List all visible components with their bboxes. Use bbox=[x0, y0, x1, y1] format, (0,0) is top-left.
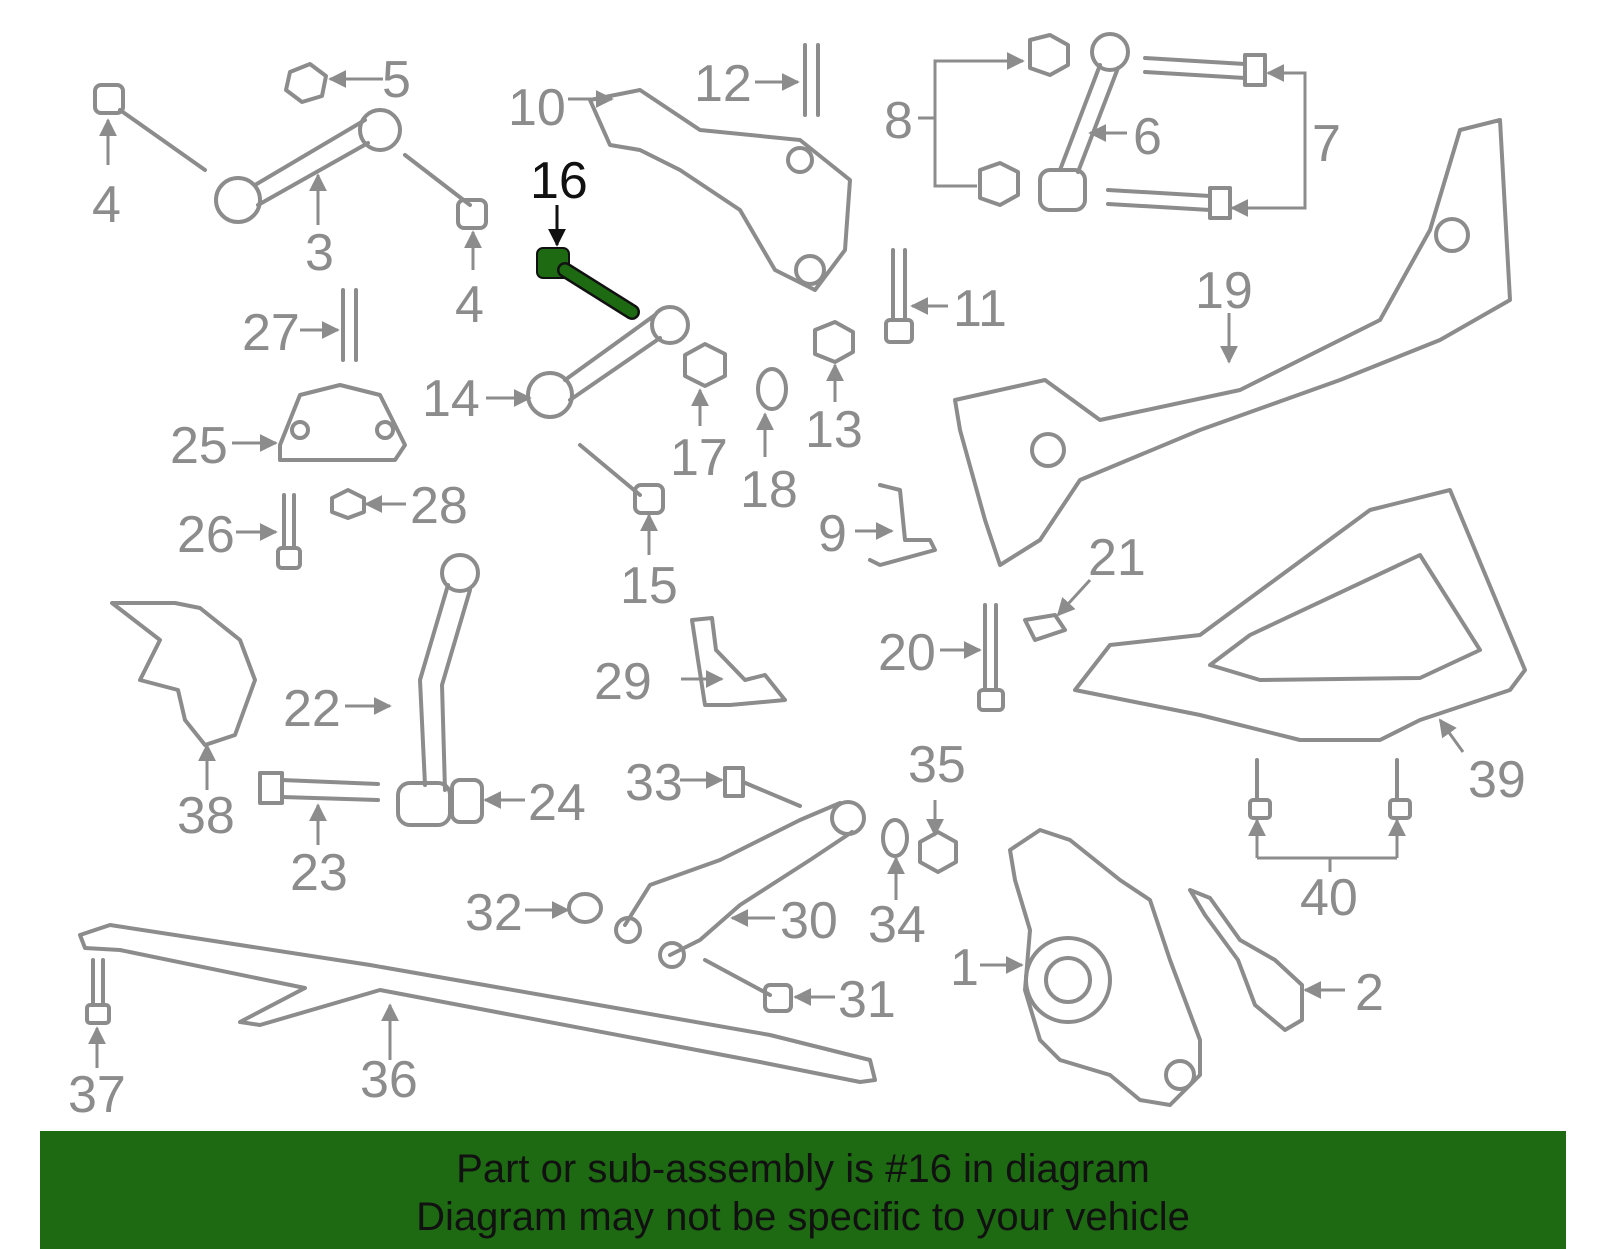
callout-8: 8 bbox=[884, 92, 913, 150]
nut-17 bbox=[683, 342, 727, 388]
callout-32: 32 bbox=[465, 884, 523, 942]
callout-30: 30 bbox=[780, 892, 838, 950]
callout-26: 26 bbox=[177, 506, 235, 564]
bolt-26 bbox=[276, 493, 302, 570]
callout-13: 13 bbox=[805, 401, 863, 459]
callout-4a: 4 bbox=[92, 176, 121, 234]
knuckle-1 bbox=[1008, 828, 1202, 1107]
callout-25: 25 bbox=[170, 417, 228, 475]
callout-18: 18 bbox=[740, 461, 798, 519]
callout-17: 17 bbox=[670, 429, 728, 487]
callout-39: 39 bbox=[1468, 751, 1526, 809]
link-14 bbox=[526, 305, 690, 419]
nut-35 bbox=[918, 830, 958, 874]
callout-9: 9 bbox=[818, 505, 847, 563]
control-arm-30 bbox=[614, 800, 866, 969]
info-banner: Part or sub-assembly is #16 in diagram D… bbox=[40, 1131, 1566, 1249]
bolt-31 bbox=[703, 958, 793, 1013]
clip-21 bbox=[1023, 613, 1067, 642]
leader-arrows bbox=[88, 52, 1465, 1068]
callout-labels: 4 5 3 4 10 12 8 6 7 19 11 13 14 17 18 15… bbox=[68, 51, 1526, 1124]
bolt-11 bbox=[884, 248, 914, 344]
bolt-16-highlighted bbox=[536, 247, 640, 320]
callout-15: 15 bbox=[620, 557, 678, 615]
crossbar-36 bbox=[78, 923, 877, 1084]
callout-36: 36 bbox=[360, 1051, 418, 1109]
callout-1: 1 bbox=[950, 939, 979, 997]
washer-34 bbox=[881, 818, 909, 858]
guard-38 bbox=[110, 601, 257, 747]
link-22 bbox=[396, 553, 480, 827]
bracket-10 bbox=[588, 88, 852, 292]
bolt-23 bbox=[258, 771, 380, 805]
callout-27: 27 bbox=[242, 304, 300, 362]
callout-35: 35 bbox=[908, 736, 966, 794]
crossmember-19 bbox=[953, 118, 1512, 567]
callout-31: 31 bbox=[838, 971, 896, 1029]
callout-19: 19 bbox=[1195, 262, 1253, 320]
bolt-20 bbox=[977, 603, 1005, 712]
clip-9 bbox=[868, 483, 937, 567]
callout-21: 21 bbox=[1088, 529, 1146, 587]
bushing-24 bbox=[450, 778, 484, 824]
bolt-7-top bbox=[1143, 53, 1267, 87]
callout-28: 28 bbox=[410, 477, 468, 535]
link-3 bbox=[214, 108, 402, 224]
shield-39 bbox=[1073, 488, 1527, 742]
nut-13 bbox=[813, 320, 855, 364]
nut-28 bbox=[330, 488, 366, 520]
nut-8-top bbox=[1028, 33, 1070, 77]
callout-40: 40 bbox=[1300, 869, 1358, 927]
callout-24: 24 bbox=[528, 774, 586, 832]
bolt-4-right bbox=[403, 153, 488, 230]
callout-10: 10 bbox=[508, 79, 566, 137]
callout-23: 23 bbox=[290, 844, 348, 902]
callout-4b: 4 bbox=[455, 276, 484, 334]
callout-38: 38 bbox=[177, 787, 235, 845]
bolt-33 bbox=[723, 766, 802, 808]
callout-33: 33 bbox=[625, 754, 683, 812]
banner-line-2: Diagram may not be specific to your vehi… bbox=[416, 1195, 1190, 1239]
banner-line-1: Part or sub-assembly is #16 in diagram bbox=[456, 1147, 1150, 1191]
callout-6: 6 bbox=[1133, 108, 1162, 166]
callout-16-highlighted: 16 bbox=[530, 152, 588, 210]
bolt-4-left bbox=[93, 83, 207, 172]
bolt-37 bbox=[85, 958, 111, 1025]
nut-5 bbox=[284, 62, 328, 104]
callout-20: 20 bbox=[878, 624, 936, 682]
bolt-40-left bbox=[1248, 758, 1272, 820]
bolt-15 bbox=[578, 443, 665, 515]
callout-34: 34 bbox=[868, 896, 926, 954]
nut-8-bottom bbox=[978, 161, 1020, 207]
bracket-25 bbox=[278, 383, 407, 462]
callout-22: 22 bbox=[283, 680, 341, 738]
stud-12 bbox=[803, 43, 820, 117]
washer-32 bbox=[567, 892, 603, 924]
callout-7: 7 bbox=[1312, 115, 1341, 173]
link-6 bbox=[1038, 32, 1130, 212]
parts-diagram: 4 5 3 4 10 12 8 6 7 19 11 13 14 17 18 15… bbox=[68, 32, 1527, 1124]
shield-2 bbox=[1188, 888, 1304, 1032]
bolt-7-bottom bbox=[1106, 186, 1232, 220]
bracket-29 bbox=[690, 616, 787, 707]
callout-12: 12 bbox=[694, 55, 752, 113]
callout-2: 2 bbox=[1355, 964, 1384, 1022]
washer-18 bbox=[756, 367, 788, 411]
callout-11: 11 bbox=[953, 280, 1007, 338]
callout-29: 29 bbox=[594, 653, 652, 711]
bolt-40-right bbox=[1388, 758, 1412, 820]
part-outlines bbox=[78, 32, 1527, 1107]
callout-37: 37 bbox=[68, 1066, 126, 1124]
stud-27 bbox=[341, 288, 358, 362]
callout-5: 5 bbox=[382, 51, 411, 109]
callout-3: 3 bbox=[305, 224, 334, 282]
callout-14: 14 bbox=[422, 370, 480, 428]
